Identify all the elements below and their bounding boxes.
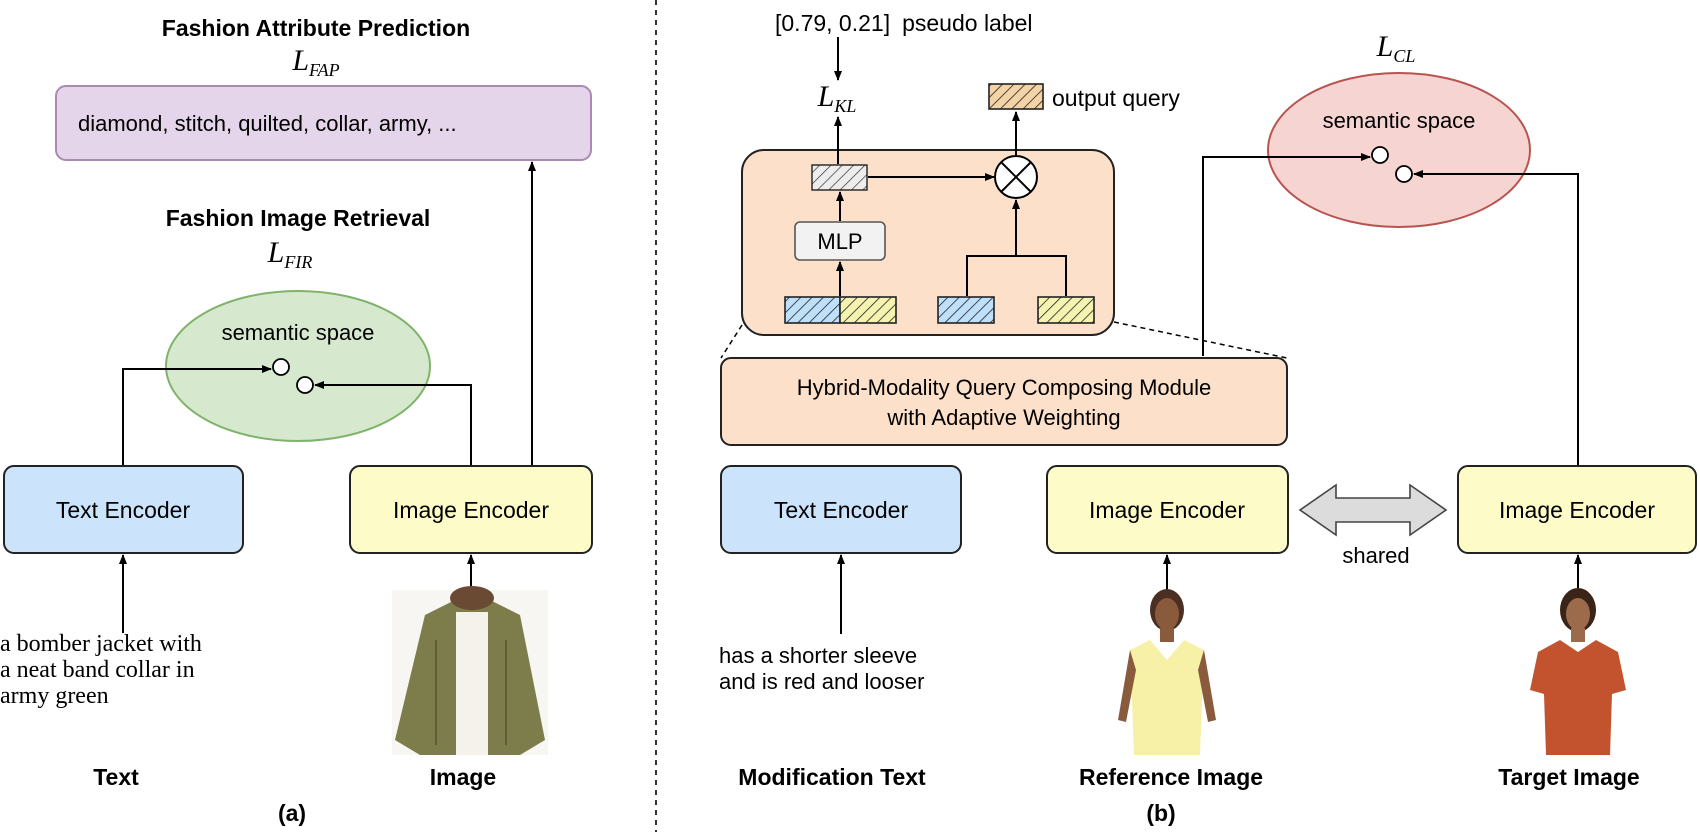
target-embedding-point-b xyxy=(1395,165,1413,183)
mod-text-line-2: and is red and looser xyxy=(719,669,924,694)
text-encoder-b-label: Text Encoder xyxy=(774,497,909,523)
image-encoder-a-label: Image Encoder xyxy=(393,497,549,523)
concat-blue-hatch xyxy=(784,296,841,324)
target-photo xyxy=(1530,588,1626,755)
fap-loss: LFAP xyxy=(291,44,339,80)
semantic-space-b xyxy=(1267,72,1531,228)
text-encoder-a xyxy=(3,465,244,554)
weight-hatch xyxy=(811,164,868,191)
text-encoder-a-label: Text Encoder xyxy=(56,497,191,523)
mod-text-caption: Modification Text xyxy=(738,764,926,790)
attribute-box xyxy=(55,85,592,161)
ref-image-encoder-label: Image Encoder xyxy=(1089,497,1245,523)
fir-loss: LFIR xyxy=(267,236,313,272)
text-encoder-b xyxy=(720,465,962,554)
arrow-module-to-space-b xyxy=(1202,153,1371,356)
shared-weights-arrow xyxy=(1298,483,1448,537)
panel-a-label: (a) xyxy=(278,800,306,826)
arrow-target-to-space-b xyxy=(1413,170,1579,466)
composing-module-line-1: Hybrid-Modality Query Composing Module xyxy=(797,375,1212,400)
mlp-box xyxy=(794,221,886,261)
zoom-line-left xyxy=(720,324,743,359)
input-text-line-2: a neat band collar in xyxy=(0,657,195,683)
target-image-encoder xyxy=(1457,465,1697,554)
jacket-photo xyxy=(392,586,548,755)
input-text-line-3: army green xyxy=(0,683,109,709)
kl-loss: LKL xyxy=(817,80,857,116)
pseudo-label: [0.79, 0.21]pseudo label xyxy=(775,10,1033,36)
semantic-space-b-label: semantic space xyxy=(1323,108,1476,133)
query-embedding-point-b xyxy=(1371,146,1389,164)
attribute-list: diamond, stitch, quilted, collar, army, … xyxy=(78,111,457,136)
mlp-label: MLP xyxy=(817,229,862,254)
semantic-space-a xyxy=(165,290,431,442)
ref-image-caption: Reference Image xyxy=(1079,764,1263,790)
image-caption: Image xyxy=(430,764,496,790)
arrow-text-to-space-a xyxy=(122,365,272,466)
arrow-image-to-space-a xyxy=(314,381,472,466)
text-caption: Text xyxy=(93,764,139,790)
text-feature-hatch xyxy=(937,296,995,324)
image-feature-hatch xyxy=(1037,296,1095,324)
shared-label: shared xyxy=(1342,543,1409,568)
target-image-caption: Target Image xyxy=(1498,764,1639,790)
concat-yellow-hatch xyxy=(839,296,897,324)
image-encoder-a xyxy=(349,465,593,554)
target-image-encoder-label: Image Encoder xyxy=(1499,497,1655,523)
output-query-label: output query xyxy=(1052,85,1180,111)
fap-title: Fashion Attribute Prediction xyxy=(162,15,470,41)
panel-b-label: (b) xyxy=(1146,800,1175,826)
composing-module-line-2: with Adaptive Weighting xyxy=(886,405,1120,430)
output-query-hatch xyxy=(988,83,1044,110)
cl-loss: LCL xyxy=(1376,30,1416,66)
mod-text-line-1: has a shorter sleeve xyxy=(719,643,917,668)
text-embedding-point-a xyxy=(272,358,290,376)
zoom-line-right xyxy=(1113,321,1288,359)
semantic-space-a-label: semantic space xyxy=(222,320,375,345)
composing-module xyxy=(720,357,1288,446)
input-text-line-1: a bomber jacket with xyxy=(0,631,202,657)
ref-image-encoder xyxy=(1046,465,1289,554)
image-embedding-point-a xyxy=(296,376,314,394)
reference-photo xyxy=(1118,589,1216,755)
fir-title: Fashion Image Retrieval xyxy=(166,205,431,231)
